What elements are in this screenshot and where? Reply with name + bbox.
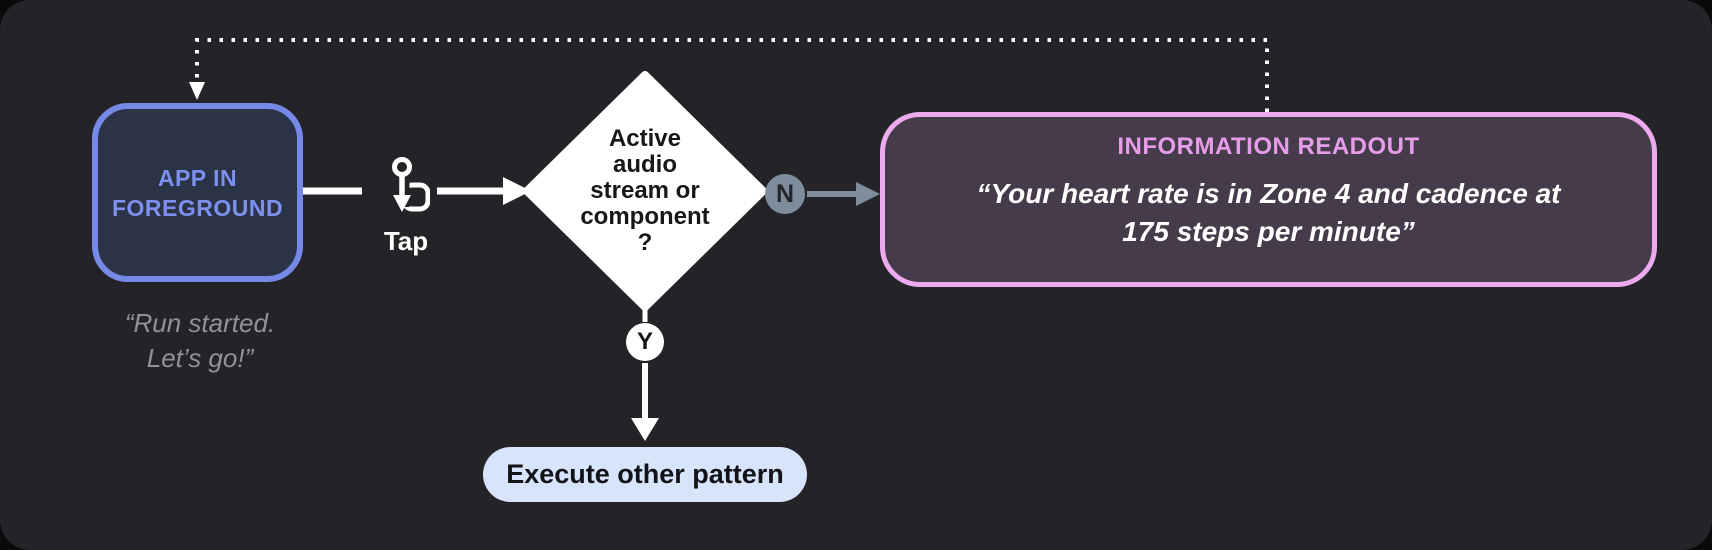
information-readout-quote: “Your heart rate is in Zone 4 and cadenc… — [976, 178, 1561, 247]
information-readout-title: INFORMATION READOUT — [1117, 133, 1420, 160]
yes-branch-arrowhead-icon — [631, 418, 659, 441]
tap-gesture-icon — [392, 157, 430, 212]
tap-to-decision-arrowhead-icon — [503, 177, 531, 205]
app-voice-caption: “Run started. Let’s go!” — [124, 308, 276, 373]
feedback-dotted-line — [195, 38, 1269, 112]
execute-other-pattern-node: Execute other pattern — [483, 447, 807, 502]
yes-branch-badge: Y — [626, 323, 664, 361]
tap-label: Tap — [383, 226, 429, 256]
app-in-foreground-node: APP IN FOREGROUND — [92, 103, 303, 282]
decision-question-label: Active audio stream or component ? — [580, 125, 710, 256]
feedback-arrowhead-icon — [189, 82, 205, 100]
execute-other-pattern-label: Execute other pattern — [506, 459, 784, 489]
app-in-foreground-label: APP IN FOREGROUND — [111, 164, 284, 221]
information-readout-node: INFORMATION READOUT “Your heart rate is … — [880, 112, 1657, 287]
no-branch-arrowhead-icon — [856, 182, 880, 206]
no-branch-badge: N — [765, 174, 805, 214]
